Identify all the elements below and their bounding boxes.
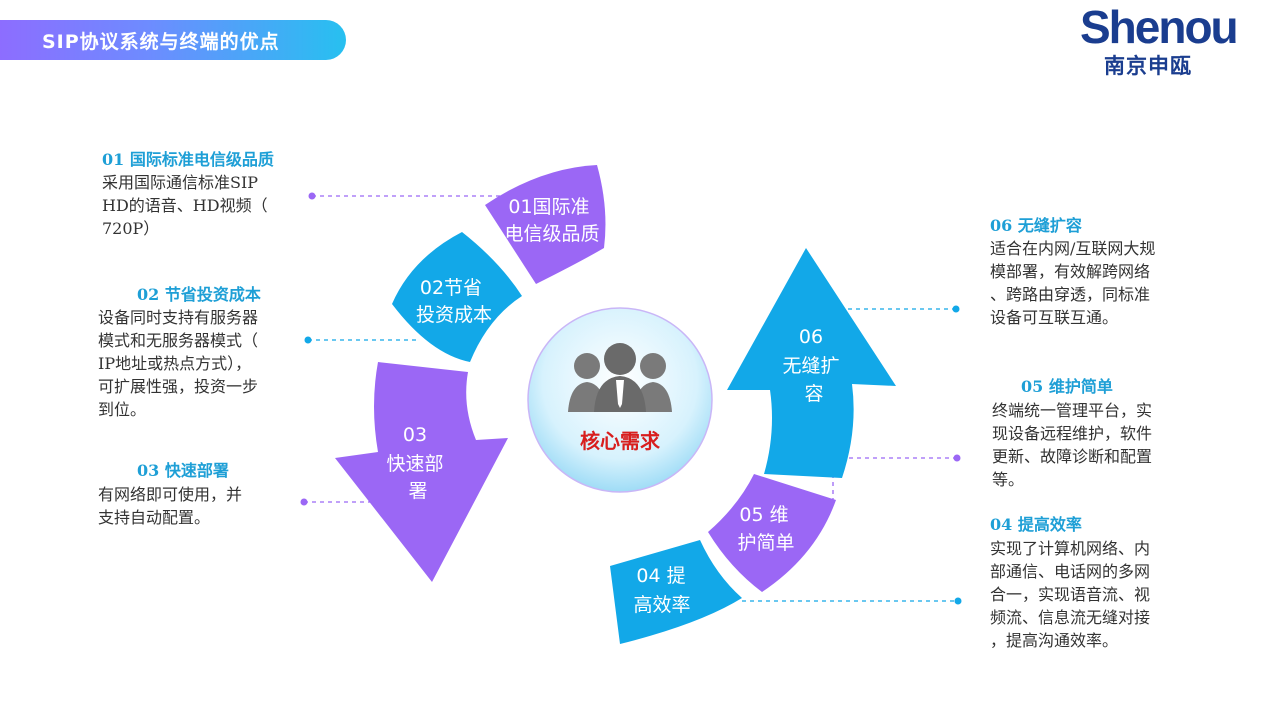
logo-cn: 南京申瓯 <box>1104 54 1192 78</box>
connector-dot-04 <box>954 597 962 605</box>
segment-06-shape <box>727 248 896 478</box>
feature-01-title: 01 国际标准电信级品质 <box>102 150 274 169</box>
segment-04-label: 04 提 高效率 <box>633 565 691 616</box>
segment-03-label: 03 快速部 署 <box>386 424 449 502</box>
feature-06-desc: 适合在内网/互联网大规 模部署，有效解跨网络 、跨路由穿透，同标准 设备可互联互… <box>990 239 1156 327</box>
connector-dot-03 <box>300 498 308 506</box>
feature-01-desc: 采用国际通信标准SIP HD的语音、HD视频（ 720P） <box>102 173 268 238</box>
connector-dot-01 <box>308 192 316 200</box>
feature-06-title: 06 无缝扩容 <box>990 216 1082 235</box>
feature-05-title: 05 维护简单 <box>1021 377 1113 396</box>
segment-01-shape <box>485 165 606 284</box>
connector-dot-06 <box>952 305 960 313</box>
segment-04-shape <box>610 540 742 644</box>
feature-04-title: 04 提高效率 <box>990 515 1082 534</box>
logo: Shenou <box>1080 1 1239 53</box>
segment-01-label: 01国际准 电信级品质 <box>504 196 599 245</box>
feature-03-title: 03 快速部署 <box>137 461 229 480</box>
segment-02-label: 02节省 投资成本 <box>416 277 492 326</box>
page-title: SIP协议系统与终端的优点 <box>42 31 280 53</box>
connector-dot-05 <box>953 454 961 462</box>
feature-05-desc: 终端统一管理平台，实 现设备远程维护，软件 更新、故障诊断和配置 等。 <box>992 401 1153 489</box>
segment-05-shape <box>708 474 836 592</box>
segment-06-label: 06 无缝扩 容 <box>782 326 845 405</box>
connector-dot-02 <box>304 336 312 344</box>
core-label: 核心需求 <box>580 429 661 453</box>
people-group-icon <box>568 343 672 412</box>
segment-03-shape <box>335 362 508 582</box>
feature-02-title: 02 节省投资成本 <box>137 285 261 304</box>
feature-04-desc: 实现了计算机网络、内 部通信、电话网的多网 合一，实现语音流、视 频流、信息流无… <box>990 539 1151 650</box>
title-banner <box>0 20 346 60</box>
feature-02-desc: 设备同时支持有服务器 模式和无服务器模式（ IP地址或热点方式）， 可扩展性强，… <box>98 308 259 419</box>
feature-03-desc: 有网络即可使用，并 支持自动配置。 <box>98 485 243 527</box>
segment-05-label: 05 维 护简单 <box>737 504 794 554</box>
segment-02-shape <box>392 232 522 362</box>
